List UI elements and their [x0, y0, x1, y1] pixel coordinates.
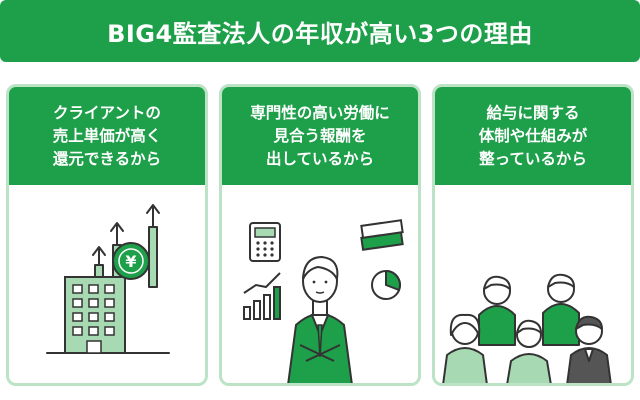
reason-card-1-heading: クライアントの 売上単価が高く 還元できるから: [9, 87, 205, 185]
reason-card-1: クライアントの 売上単価が高く 還元できるから ¥: [6, 84, 208, 386]
reason-1-line-3: 還元できるから: [52, 149, 162, 168]
reason-3-line-1: 給与に関する: [486, 103, 580, 122]
reason-1-line-2: 売上単価が高く: [52, 126, 162, 145]
reason-3-line-2: 体制や仕組みが: [478, 126, 588, 145]
team-group-icon: [442, 273, 612, 383]
reason-2-line-1: 専門性の高い労働に: [250, 103, 390, 122]
reason-2-line-3: 出しているから: [265, 149, 375, 168]
reason-card-3-heading: 給与に関する 体制や仕組みが 整っているから: [435, 87, 631, 185]
reason-1-line-1: クライアントの: [53, 103, 161, 122]
page-title: BIG4監査法人の年収が高い3つの理由: [0, 0, 640, 62]
reason-card-2-heading: 専門性の高い労働に 見合う報酬を 出しているから: [222, 87, 418, 185]
businessman-finance-icon: [243, 219, 404, 383]
building-yen-growth-icon: ¥: [46, 204, 170, 354]
svg-text:¥: ¥: [125, 252, 136, 271]
reason-2-line-2: 見合う報酬を: [273, 126, 367, 145]
reason-card-3: 給与に関する 体制や仕組みが 整っているから: [432, 84, 634, 386]
reason-card-2: 専門性の高い労働に 見合う報酬を 出しているから: [219, 84, 421, 386]
reason-3-line-3: 整っているから: [479, 149, 587, 168]
